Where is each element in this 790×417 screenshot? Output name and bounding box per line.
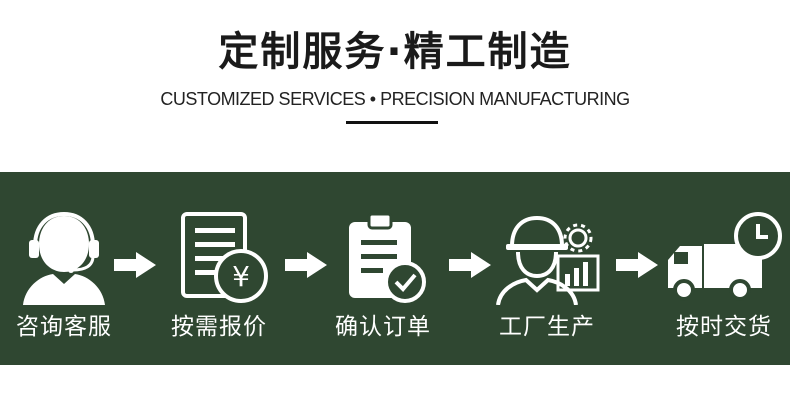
step-quote: ¥ 按需报价: [159, 210, 279, 341]
yen-symbol: ¥: [232, 260, 250, 293]
step-confirm-label: 确认订单: [335, 314, 431, 340]
step-production-label: 工厂生产: [499, 314, 595, 340]
clipboard-check-icon: [349, 212, 426, 303]
arrow-right-icon: [114, 252, 156, 278]
factory-worker-icon: [496, 215, 600, 305]
process-band: 咨询客服 ¥ 按需报价 确认订单: [0, 172, 790, 365]
arrow-right-icon: [449, 252, 491, 278]
arrow-right-icon: [616, 252, 658, 278]
page-subtitle: CUSTOMIZED SERVICES • PRECISION MANUFACT…: [160, 89, 630, 109]
step-consult: 咨询客服: [4, 210, 124, 341]
quote-document-icon: ¥: [181, 212, 268, 303]
step-delivery-label: 按时交货: [676, 314, 772, 340]
step-production: 工厂生产: [487, 210, 607, 341]
arrow-right-icon: [285, 252, 327, 278]
step-quote-label: 按需报价: [171, 314, 267, 340]
page-title: 定制服务·精工制造: [218, 29, 572, 75]
step-consult-label: 咨询客服: [16, 314, 112, 340]
step-delivery: 按时交货: [664, 210, 784, 341]
title-underline: [346, 121, 438, 124]
customer-service-icon: [23, 211, 105, 305]
delivery-truck-icon: [668, 212, 782, 301]
step-confirm: 确认订单: [323, 210, 443, 341]
